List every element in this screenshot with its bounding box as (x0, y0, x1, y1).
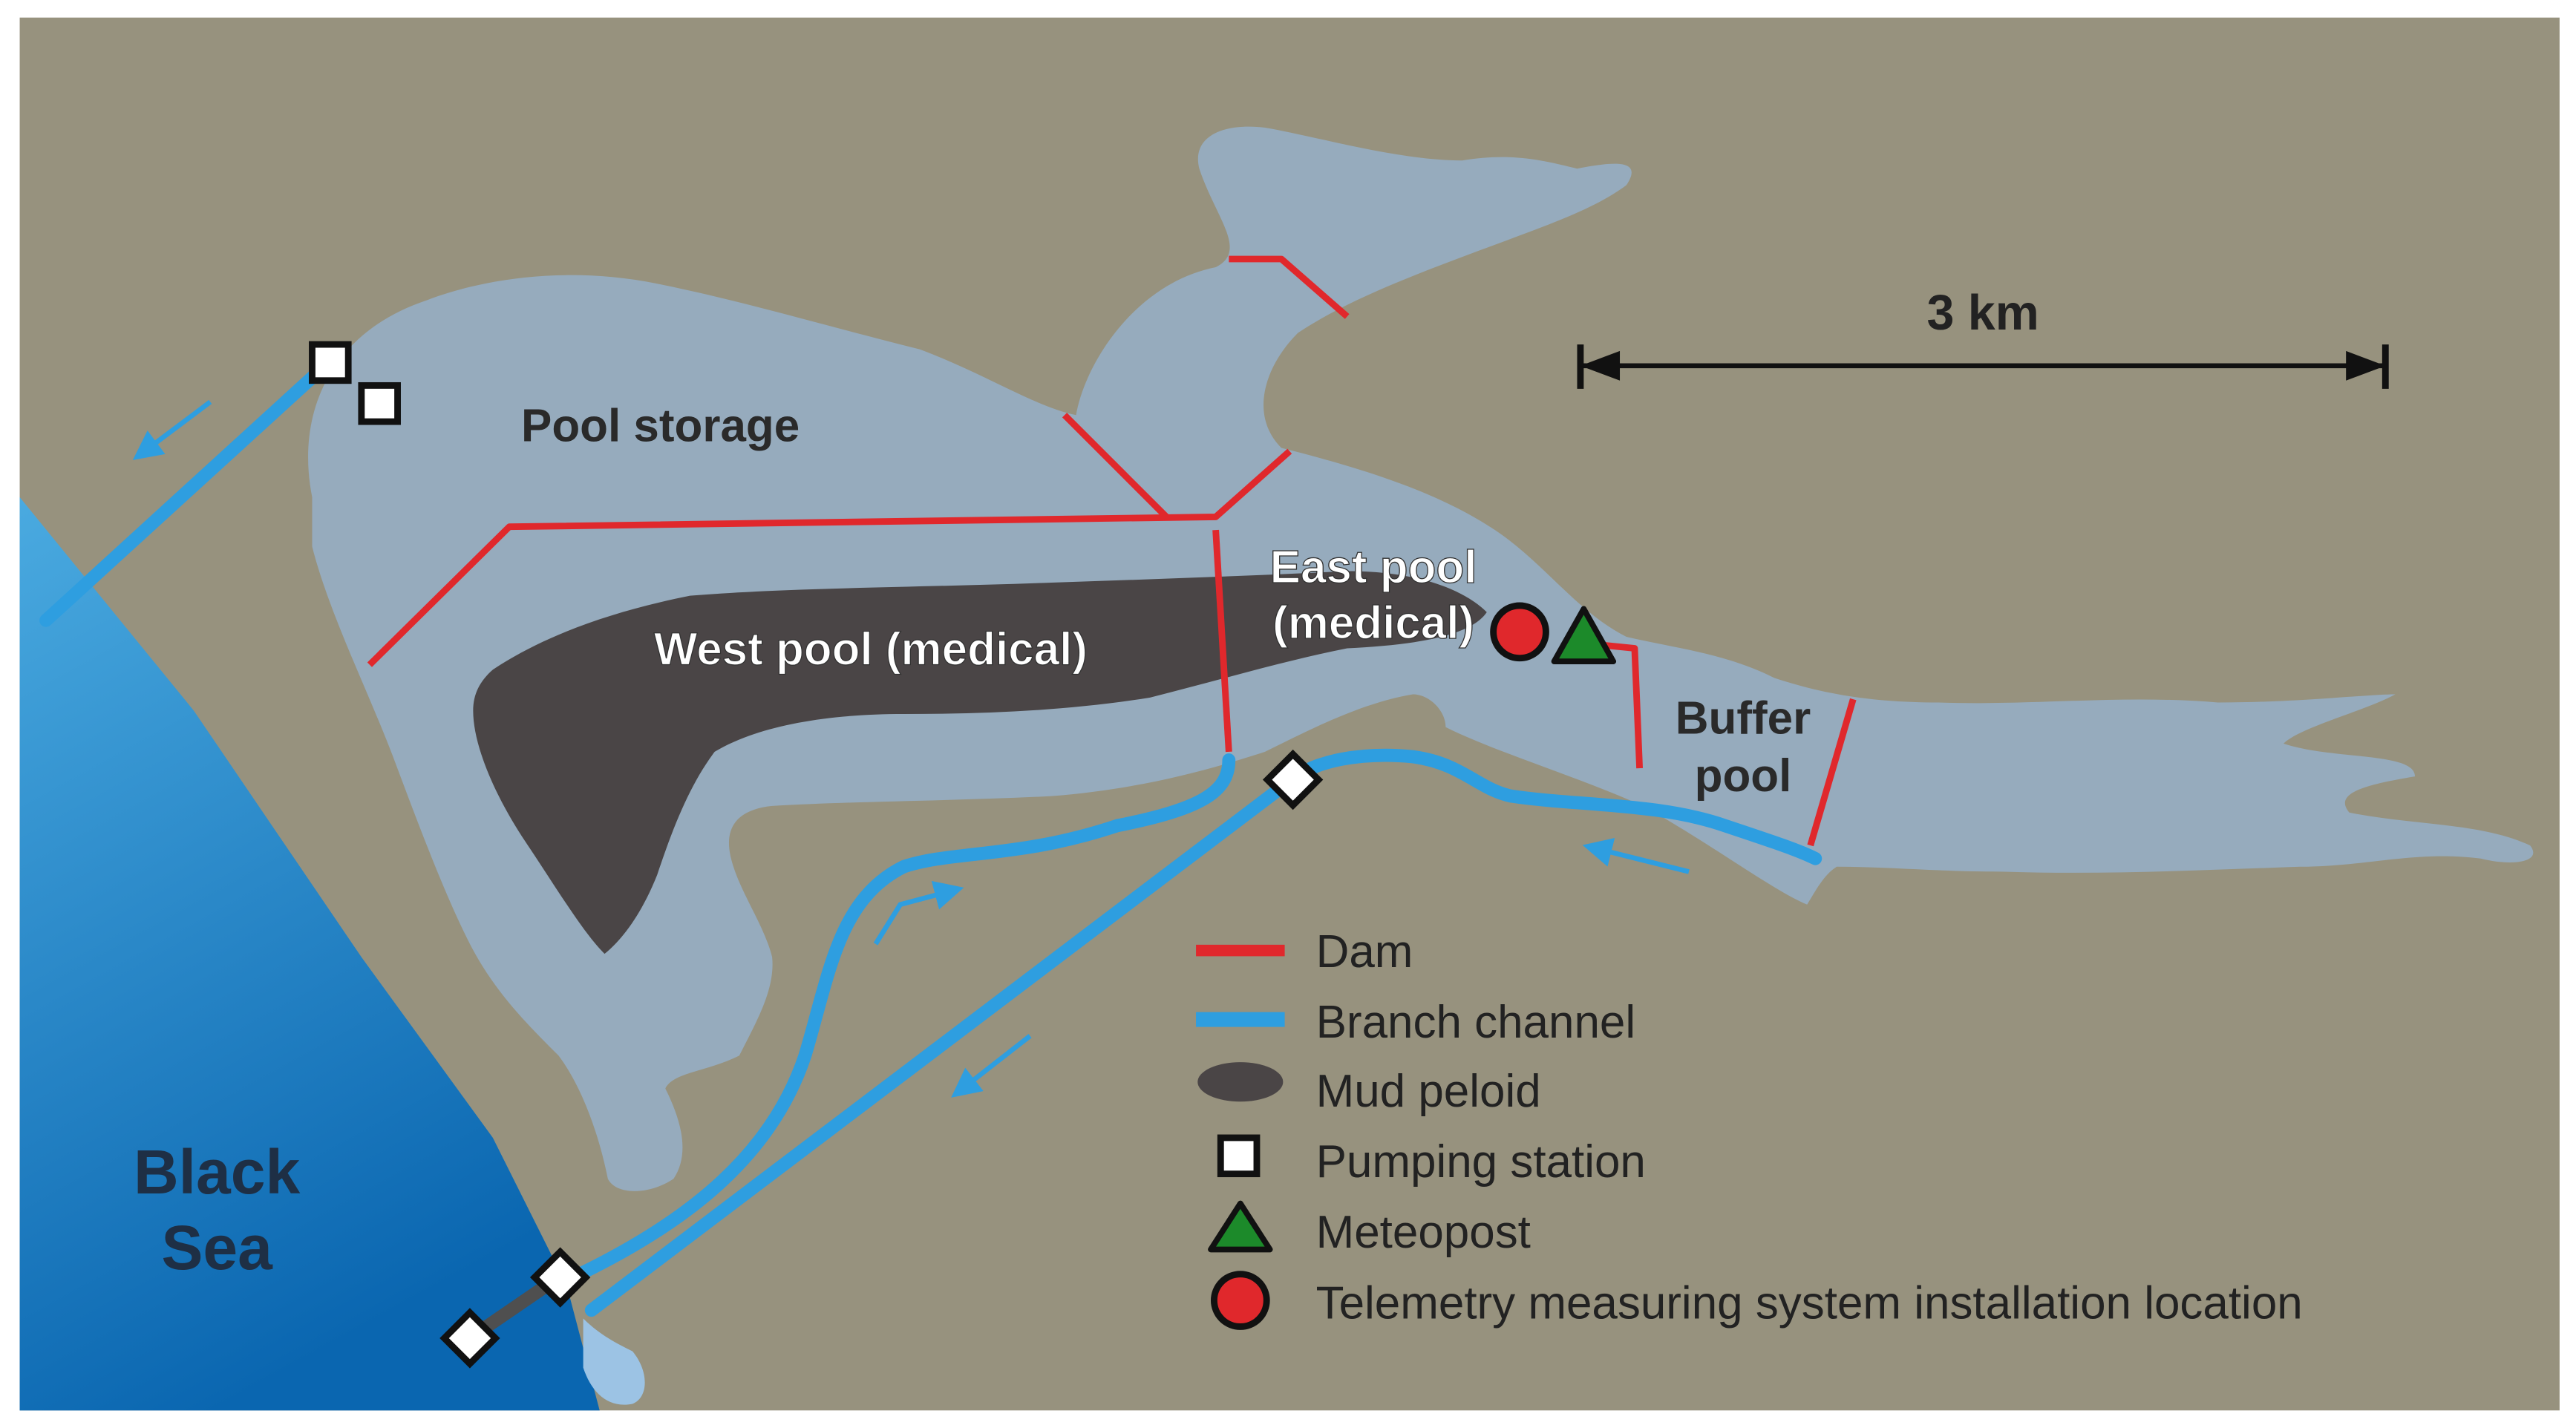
dams (367, 255, 1857, 847)
dam (1601, 641, 1644, 769)
pool-storage-label: Pool storage (521, 401, 800, 452)
black-sea-label-line2: Sea (161, 1213, 273, 1283)
channel (584, 748, 1823, 1317)
meteopost-icon (1551, 606, 1617, 665)
branch-channels (39, 356, 1823, 1345)
flow-arrows (132, 399, 1690, 1098)
lagoon-water (308, 126, 2534, 1191)
scale-bar: 3 km (1577, 286, 2389, 389)
telemetry-circle-icon (1210, 1271, 1270, 1330)
channel (39, 356, 336, 627)
black-sea (19, 497, 600, 1411)
dam (1212, 529, 1232, 753)
legend-label-dam: Dam (1316, 926, 1413, 977)
buffer-pool-label-line2: pool (1695, 750, 1792, 802)
telemetry-location-icon (1490, 602, 1549, 662)
meteopost-triangle-icon (1208, 1200, 1273, 1253)
pumping-station-icon (529, 1247, 591, 1308)
legend-label-channel: Branch channel (1316, 997, 1636, 1048)
mud-peloid-area (473, 571, 1487, 954)
pumping-station-icon (358, 381, 401, 425)
pumping-square-icon (1217, 1134, 1261, 1178)
legend-label-meteopost: Meteopost (1316, 1207, 1531, 1258)
legend-label-mud: Mud peloid (1316, 1066, 1541, 1117)
legend-label-telemetry: Telemetry measuring system installation … (1316, 1277, 2303, 1329)
pumping-station-icon (439, 1308, 500, 1369)
east-pool-label-line1: East pool (1270, 542, 1477, 593)
dam (1229, 255, 1350, 319)
flow-arrow-icon (1582, 837, 1690, 874)
sea-inlet (583, 1318, 645, 1405)
black-sea-label-line1: Black (134, 1137, 301, 1207)
dam (1807, 698, 1857, 847)
flow-arrow-icon (873, 880, 964, 946)
flow-arrow-icon (951, 1034, 1032, 1098)
channel (576, 753, 1236, 1280)
flow-arrow-icon (132, 399, 212, 460)
west-pool-label: West pool (medical) (654, 624, 1088, 675)
scale-bar-label: 3 km (1926, 286, 2039, 341)
legend-label-pumping: Pumping station (1316, 1136, 1646, 1188)
pumping-station-icon (309, 341, 352, 384)
pumping-station-icon (1262, 749, 1324, 810)
legend: Dam Branch channel Mud peloid Pumping st… (1196, 926, 2303, 1330)
dam (367, 448, 1292, 667)
east-pool-label-line2: (medical) (1272, 597, 1474, 649)
dam (1062, 413, 1169, 520)
mud-ellipse-icon (1197, 1062, 1284, 1102)
pumping-stations (309, 341, 1324, 1369)
buffer-pool-label-line1: Buffer (1676, 693, 1811, 744)
